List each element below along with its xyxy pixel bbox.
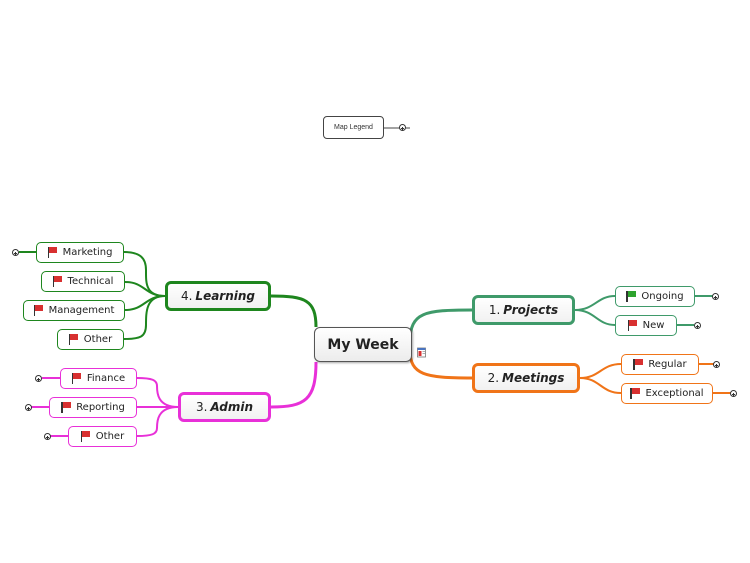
subtopic-ongoing[interactable]: Ongoing: [615, 286, 695, 307]
topic-learning[interactable]: 4. Learning: [165, 281, 271, 311]
red-flag-icon: [633, 359, 644, 370]
subtopic-exceptional[interactable]: Exceptional: [621, 383, 713, 404]
green-flag-icon: [626, 291, 637, 302]
topic-number: 2.: [487, 371, 500, 385]
subtopic-finance[interactable]: Finance: [60, 368, 137, 389]
subtopic-marketing[interactable]: Marketing: [36, 242, 124, 263]
expand-icon[interactable]: [25, 404, 32, 411]
subtopic-label: Reporting: [76, 402, 125, 413]
topic-title: Meetings: [502, 371, 565, 385]
subtopic-other-admin[interactable]: Other: [68, 426, 137, 447]
red-flag-icon: [630, 388, 641, 399]
red-flag-icon: [33, 305, 45, 316]
topic-title: Admin: [210, 400, 254, 414]
topic-title: Learning: [195, 289, 256, 303]
subtopic-label: Other: [83, 334, 113, 345]
notes-icon[interactable]: [417, 347, 428, 358]
subtopic-technical[interactable]: Technical: [41, 271, 125, 292]
red-flag-icon: [52, 276, 64, 287]
map-legend-node[interactable]: Map Legend: [323, 116, 384, 139]
subtopic-management[interactable]: Management: [23, 300, 125, 321]
topic-admin[interactable]: 3. Admin: [178, 392, 271, 422]
subtopic-label: Finance: [86, 373, 126, 384]
subtopic-label: Regular: [648, 359, 687, 370]
topic-projects[interactable]: 1. Projects: [472, 295, 575, 325]
red-flag-icon: [80, 431, 92, 442]
topic-number: 4.: [180, 289, 193, 303]
red-flag-icon: [627, 320, 639, 331]
expand-icon[interactable]: [712, 293, 719, 300]
expand-icon[interactable]: [12, 249, 19, 256]
subtopic-label: Marketing: [62, 247, 113, 258]
expand-icon[interactable]: [694, 322, 701, 329]
subtopic-label: Management: [48, 305, 115, 316]
subtopic-label: Other: [95, 431, 125, 442]
central-topic-label: My Week: [327, 336, 399, 353]
subtopic-label: New: [642, 320, 665, 331]
subtopic-label: Ongoing: [641, 291, 684, 302]
red-flag-icon: [47, 247, 59, 258]
topic-number: 1.: [488, 303, 501, 317]
central-topic[interactable]: My Week: [314, 327, 412, 362]
subtopic-reporting[interactable]: Reporting: [49, 397, 137, 418]
expand-icon[interactable]: [35, 375, 42, 382]
topic-title: Projects: [503, 303, 559, 317]
subtopic-regular[interactable]: Regular: [621, 354, 699, 375]
subtopic-other-learning[interactable]: Other: [57, 329, 124, 350]
topic-meetings[interactable]: 2. Meetings: [472, 363, 580, 393]
legend-expand-icon[interactable]: [399, 124, 406, 131]
red-flag-icon: [68, 334, 80, 345]
subtopic-label: Exceptional: [645, 388, 704, 399]
map-legend-label: Map Legend: [334, 124, 373, 131]
expand-icon[interactable]: [713, 361, 720, 368]
subtopic-new[interactable]: New: [615, 315, 677, 336]
expand-icon[interactable]: [730, 390, 737, 397]
subtopic-label: Technical: [67, 276, 114, 287]
red-flag-icon: [71, 373, 83, 384]
topic-number: 3.: [195, 400, 208, 414]
red-flag-icon: [61, 402, 72, 413]
expand-icon[interactable]: [44, 433, 51, 440]
